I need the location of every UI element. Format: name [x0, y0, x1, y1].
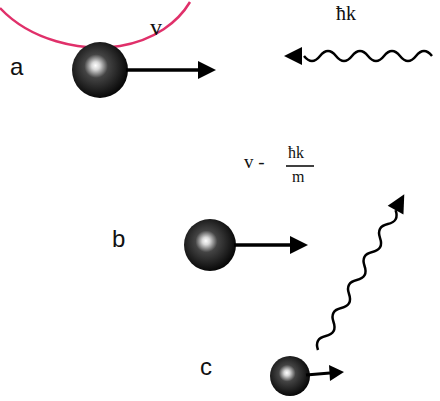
photon-wave [304, 51, 432, 61]
annotation-curve [0, 2, 190, 47]
arrow-head [198, 61, 216, 79]
panel-letter: c [200, 354, 212, 380]
arrow-head [284, 47, 302, 65]
fraction-numerator: ħk [288, 144, 304, 162]
atom [270, 356, 310, 396]
arrow-head [329, 365, 344, 381]
arrow-head [388, 190, 412, 214]
velocity-label: v - [244, 152, 265, 173]
photon-momentum: ħk [336, 2, 356, 24]
emitted-photon [310, 190, 412, 354]
photon-wave [314, 208, 399, 352]
fraction-denominator: m [292, 168, 304, 186]
velocity-arrow [306, 373, 330, 375]
atom [184, 219, 236, 271]
velocity-arrow [234, 243, 292, 247]
velocity-label: v [150, 14, 162, 40]
velocity-arrow [126, 68, 200, 72]
atom [72, 42, 128, 98]
fraction-bar [286, 165, 314, 167]
arrow-head [290, 236, 308, 254]
panel-letter: a [10, 54, 23, 80]
panel-letter: b [112, 226, 125, 252]
